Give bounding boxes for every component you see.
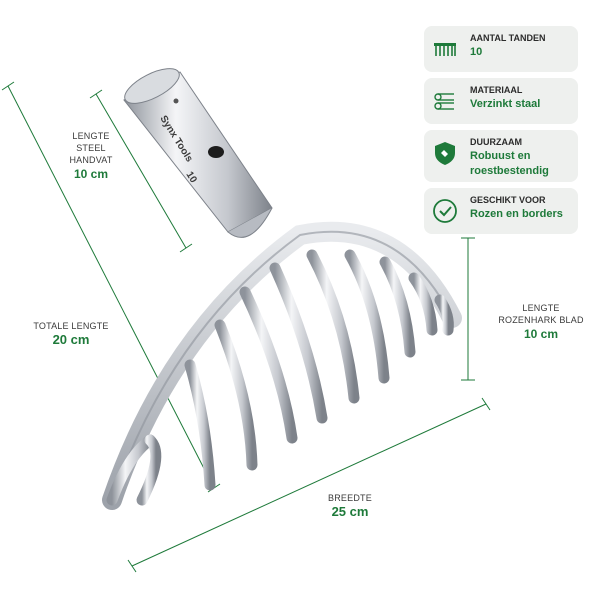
total-length-title: Totale lengte	[33, 321, 109, 331]
spec-value-durable-2: roestbestendig	[470, 165, 549, 177]
total-length-line	[7, 85, 215, 489]
width-label: Breedte 25 cm	[300, 492, 400, 519]
spec-card-durable: Duurzaam Robuust en roestbestendig	[424, 130, 578, 182]
handle-length-value: 10 cm	[73, 167, 109, 181]
shield-icon	[435, 142, 455, 165]
handle-length-title-3: Handvat	[69, 155, 113, 165]
spec-title-material: Materiaal	[470, 85, 523, 95]
width-value: 25 cm	[331, 504, 369, 519]
spec-card-teeth: Aantal tanden 10	[424, 26, 578, 72]
handle-length-title-2: Steel	[76, 143, 106, 153]
check-circle-icon	[433, 199, 457, 223]
spec-title-durable: Duurzaam	[470, 137, 522, 147]
blade-length-label: Lengte Rozenhark blad 10 cm	[482, 302, 600, 342]
handle-length-title-1: Lengte	[72, 131, 110, 141]
total-length-value: 20 cm	[52, 332, 90, 347]
spec-cards: Aantal tanden 10 Materiaal Verzinkt staa…	[424, 26, 578, 240]
rake-teeth-icon	[434, 43, 456, 56]
spec-value-durable-1: Robuust en	[470, 150, 531, 162]
rake-handle	[123, 68, 273, 238]
spec-value-suitable: Rozen en borders	[470, 208, 563, 220]
blade-length-value: 10 cm	[523, 327, 559, 341]
total-length-label: Totale lengte 20 cm	[16, 320, 126, 347]
width-line	[131, 403, 487, 567]
blade-length-title-1: Lengte	[522, 303, 560, 313]
spec-value-teeth: 10	[470, 46, 483, 58]
handle-length-label: Lengte Steel Handvat 10 cm	[46, 130, 136, 182]
spec-title-teeth: Aantal tanden	[470, 33, 546, 43]
spec-title-suitable: Geschikt voor	[470, 195, 546, 205]
steel-bars-icon	[434, 93, 454, 110]
width-title: Breedte	[328, 493, 372, 503]
dimension-lines	[1, 81, 491, 573]
spec-value-material: Verzinkt staal	[470, 98, 541, 110]
blade-length-title-2: Rozenhark blad	[498, 315, 584, 325]
spec-card-material: Materiaal Verzinkt staal	[424, 78, 578, 124]
rake-head	[102, 221, 462, 510]
handle-length-line	[95, 93, 187, 249]
spec-card-suitable: Geschikt voor Rozen en borders	[424, 188, 578, 234]
